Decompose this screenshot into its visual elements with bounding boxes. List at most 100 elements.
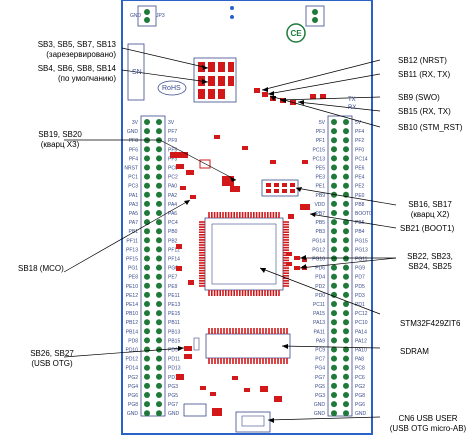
top-header-jp3 <box>137 5 157 27</box>
sdram-pin-pad <box>262 358 264 364</box>
sdram-pin-pad <box>259 358 261 364</box>
mcu-pin-pad <box>199 254 205 257</box>
header-pin <box>331 364 337 371</box>
mcu-pin-pad <box>283 280 289 282</box>
sdram-pin-pad <box>208 328 210 334</box>
sdram-pin-pad <box>286 328 288 334</box>
header-pin <box>144 200 150 207</box>
header-pin <box>144 273 150 280</box>
pin-label: PD11 <box>168 357 180 363</box>
pin-label: PF13 <box>126 247 138 253</box>
mcu-pin-pad <box>283 285 289 287</box>
header-pin <box>331 219 337 226</box>
label-mcu: STM32F429ZIT6 <box>400 319 461 328</box>
pin-label: PD5 <box>355 284 365 290</box>
sdram-pin-pad <box>247 358 249 364</box>
mcu-pin-pad <box>283 244 289 246</box>
mcu-pin-pad <box>241 290 244 296</box>
header-pin <box>156 246 162 253</box>
sdram-pin-pad <box>277 358 279 364</box>
pin-label: PA2 <box>168 193 177 199</box>
pin-label: PC10 <box>355 320 368 326</box>
header-pin <box>331 128 337 135</box>
header-pin <box>343 182 349 189</box>
pin-label: GND <box>127 129 139 135</box>
header-pin <box>331 119 337 125</box>
pin-label: PE8 <box>129 275 139 281</box>
silk-gnd-top: GND <box>130 13 142 19</box>
header-pin <box>331 237 337 244</box>
label-sb4-sb14-note: (по умолчанию) <box>57 74 116 83</box>
pin-label: PE6 <box>355 166 365 172</box>
header-pin <box>156 301 162 307</box>
header-pin <box>144 237 150 244</box>
pin-label: PD0 <box>315 293 325 299</box>
header-pin <box>144 128 150 135</box>
pin-label: PC6 <box>355 375 365 381</box>
header-pin <box>343 328 349 335</box>
header-pin <box>144 319 150 326</box>
top-dot <box>230 15 234 19</box>
label-sb16-sb17-note: (кварц X2) <box>410 210 450 219</box>
header-pin <box>156 264 162 271</box>
pin-label: PA13 <box>313 320 325 326</box>
header-pin <box>144 182 150 189</box>
pin-label: PE4 <box>355 175 365 181</box>
header-pin <box>331 200 337 207</box>
pin-label: PE13 <box>168 302 180 308</box>
mcu-pin-pad <box>283 223 289 226</box>
pin-label: PA4 <box>168 202 177 208</box>
label-cn6: CN6 USB USER <box>398 414 458 423</box>
header-pin <box>144 146 150 153</box>
pin-label: PF3 <box>168 156 177 162</box>
mcu-pin-pad <box>283 241 289 244</box>
header-pin <box>144 246 150 253</box>
header-pin <box>144 255 150 262</box>
header-pin <box>156 219 162 226</box>
sdram-pin-pad <box>271 328 273 334</box>
pin-label: GND <box>314 402 326 408</box>
mcu-pin-pad <box>258 212 261 218</box>
header-pin <box>343 273 349 280</box>
label-sb19-sb20: SB19, SB20 <box>38 130 82 139</box>
header-pin <box>331 255 337 262</box>
pin-label: PD15 <box>168 375 181 381</box>
sdram-pin-pad <box>226 328 228 334</box>
header-pin <box>343 255 349 262</box>
pin-label: PB9 <box>316 193 326 199</box>
header-pin <box>331 392 337 398</box>
sdram-pin-pad <box>214 358 216 364</box>
mcu-pin-pad <box>272 212 275 218</box>
sdram-pin-pad <box>268 328 270 334</box>
header-pin <box>331 373 337 380</box>
header-pin <box>331 282 337 289</box>
pin-label: PG6 <box>355 402 365 408</box>
sdram-pin-pad <box>265 328 267 334</box>
header-pin <box>144 119 150 125</box>
pin-label: PC3 <box>128 184 138 190</box>
pin-label: PB11 <box>168 320 180 326</box>
pin-label: 3V <box>132 120 139 126</box>
mcu-pin-pad <box>208 212 210 218</box>
rohs-logo <box>157 80 187 96</box>
header-pin <box>343 164 349 171</box>
pin-label: BOOT0 <box>355 211 372 217</box>
mcu-pin-pad <box>244 212 247 218</box>
mcu-pin-pad <box>219 212 221 218</box>
pin-label: PF4 <box>129 156 138 162</box>
pin-label: PC2 <box>168 175 178 181</box>
mcu-pin-pad <box>216 212 219 218</box>
header-pin <box>343 319 349 326</box>
header-pin <box>331 246 337 253</box>
header-pin <box>331 291 337 298</box>
sdram-pin-pad <box>262 328 264 334</box>
pin-label: PE12 <box>126 293 138 299</box>
mcu-pin-pad <box>250 290 252 296</box>
pin-label: PE1 <box>316 184 326 190</box>
pin-label: PG6 <box>128 393 138 399</box>
header-pin <box>144 410 150 417</box>
pin-label: PF4 <box>355 129 364 135</box>
mcu-pin-pad <box>199 280 205 282</box>
sdram-pin-pad <box>286 358 288 364</box>
